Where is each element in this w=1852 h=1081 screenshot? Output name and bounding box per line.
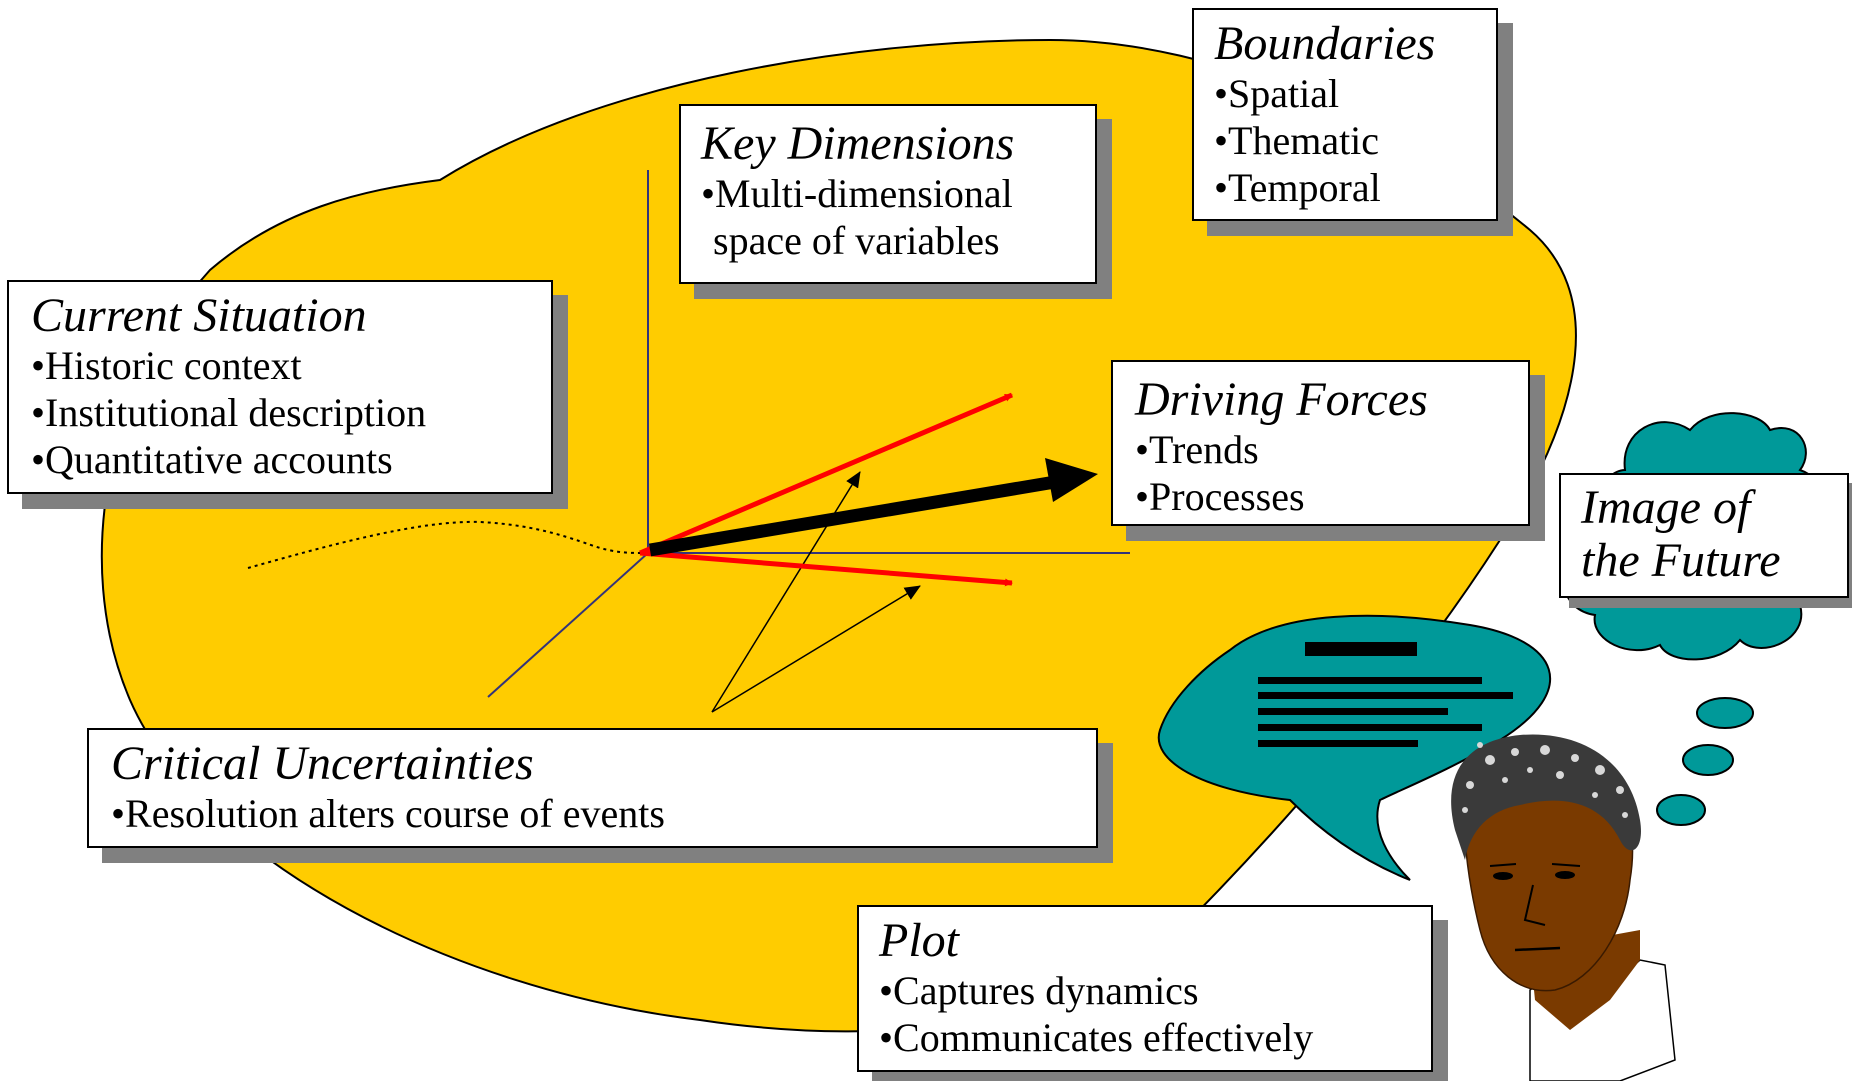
image-of-future-title-line1: Image of xyxy=(1581,481,1751,534)
critical-uncertainties-title: Critical Uncertainties xyxy=(111,737,534,790)
current-situation-box: Current Situation Historic context Insti… xyxy=(7,280,553,494)
plot-item-1: Captures dynamics xyxy=(879,967,1411,1014)
red-arrow-upper xyxy=(639,392,1013,556)
current-situation-item-2: Institutional description xyxy=(31,389,529,436)
current-situation-title: Current Situation xyxy=(31,289,367,342)
boundaries-box: Boundaries Spatial Thematic Temporal xyxy=(1192,8,1498,221)
driving-forces-box: Driving Forces Trends Processes xyxy=(1111,360,1530,526)
z-axis-line xyxy=(487,552,649,698)
boundaries-item-thematic: Thematic xyxy=(1214,117,1476,164)
thought-bubble-small xyxy=(1656,794,1706,826)
person-head-icon xyxy=(1451,734,1676,1081)
critical-uncertainties-box: Critical Uncertainties Resolution alters… xyxy=(87,728,1098,848)
plot-item-2: Communicates effectively xyxy=(879,1014,1411,1061)
uncertainty-arrow-1 xyxy=(711,471,861,713)
critical-uncertainties-item-1: Resolution alters course of events xyxy=(111,790,1074,837)
key-dimensions-box: Key Dimensions Multi-dimensional space o… xyxy=(679,104,1097,284)
key-dimensions-item-1: Multi-dimensional xyxy=(701,170,1075,217)
driving-forces-title: Driving Forces xyxy=(1135,373,1428,426)
boundaries-item-temporal: Temporal xyxy=(1214,164,1476,211)
image-of-future-title-line2: the Future xyxy=(1581,534,1781,587)
driving-force-arrow xyxy=(648,475,1057,557)
driving-forces-item-2: Processes xyxy=(1135,473,1506,520)
boundaries-item-spatial: Spatial xyxy=(1214,70,1476,117)
driving-forces-item-1: Trends xyxy=(1135,426,1506,473)
red-arrow-lower xyxy=(639,550,1013,587)
uncertainty-arrow-2 xyxy=(711,585,921,713)
history-trajectory-line xyxy=(247,520,641,569)
image-of-future-box: Image of the Future xyxy=(1559,473,1849,598)
driving-force-arrowhead xyxy=(1045,458,1098,502)
key-dimensions-title: Key Dimensions xyxy=(701,117,1015,170)
current-situation-item-1: Historic context xyxy=(31,342,529,389)
plot-box: Plot Captures dynamics Communicates effe… xyxy=(857,905,1433,1072)
thought-bubble-medium xyxy=(1682,744,1734,776)
speech-text-lines xyxy=(1258,642,1513,747)
current-situation-item-3: Quantitative accounts xyxy=(31,436,529,483)
thought-bubble-large xyxy=(1696,697,1754,729)
plot-title: Plot xyxy=(879,914,959,967)
key-dimensions-item-2: space of variables xyxy=(713,218,1000,263)
boundaries-title: Boundaries xyxy=(1214,17,1436,70)
